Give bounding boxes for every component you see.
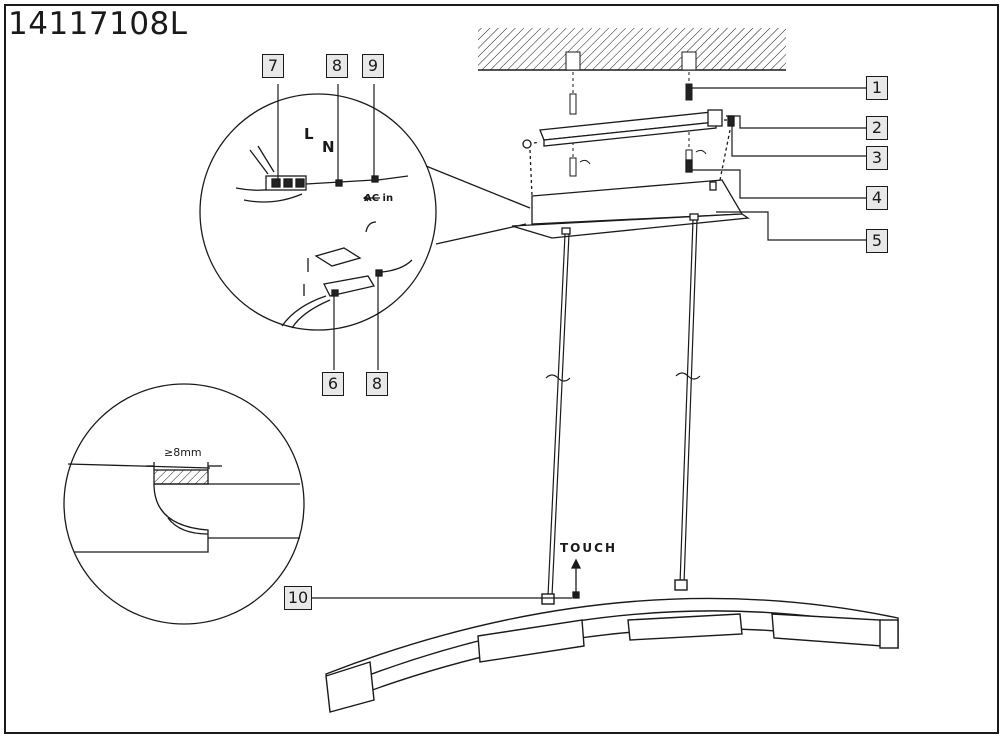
callout-9: 9 [362,54,384,78]
clearance-label: ≥8mm [164,446,202,459]
canopy [511,129,750,239]
label-neutral: N [322,138,335,156]
callout-10: 10 [284,586,312,610]
callout-2: 2 [866,116,888,140]
callout-8-bottom: 8 [366,372,388,396]
callout-7: 7 [262,54,284,78]
diagram-frame [4,4,999,734]
touch-label: TOUCH [560,541,617,555]
touch-arrow [570,558,582,599]
ceiling [478,28,786,71]
callout-1: 1 [866,76,888,100]
callout-3: 3 [866,146,888,170]
model-number: 14117108L [8,6,188,42]
callout-5: 5 [866,229,888,253]
wiring-detail [199,93,531,331]
mounting-bracket [522,109,735,149]
label-ac-in: AC in [364,193,394,204]
callout-4: 4 [866,186,888,210]
callout-8-top: 8 [326,54,348,78]
leader-lines [277,84,866,599]
callout-6: 6 [322,372,344,396]
label-live: L [304,125,314,143]
luminaire [325,579,899,713]
clearance-detail [63,383,305,625]
suspension-wires [545,219,701,597]
